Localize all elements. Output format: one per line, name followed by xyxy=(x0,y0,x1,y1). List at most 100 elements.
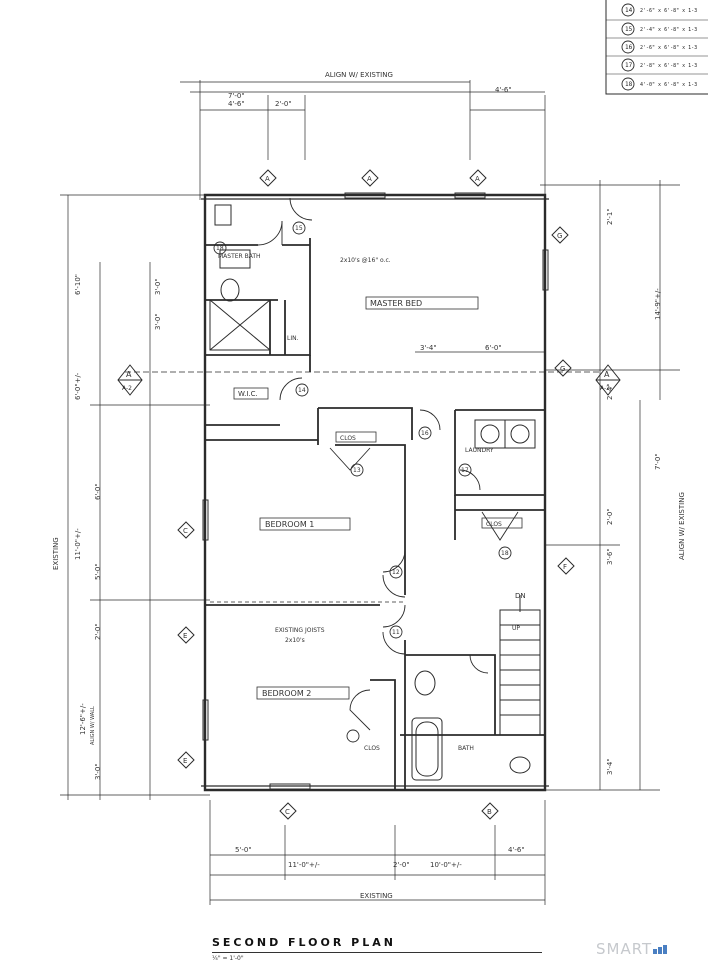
dim-mid-1: 3'-4" xyxy=(420,344,437,352)
dim-right-3: 2'-4" xyxy=(606,383,614,400)
room-master-bed: MASTER BED xyxy=(370,299,422,308)
dim-left-8: 2'-0" xyxy=(94,623,102,640)
note-existing-joists: EXISTING JOISTS xyxy=(275,627,325,634)
note-align-top: ALIGN W/ EXISTING xyxy=(325,71,393,79)
schedule-size-16: 2'-6" x 6'-8" x 1-3 xyxy=(640,45,697,51)
schedule-tag-17: 17 xyxy=(625,62,633,69)
schedule-tag-14: 14 xyxy=(625,7,633,14)
dimension-text: 7'-0" 4'-6" 2'-0" 4'-6" 6'-10" 6'-0"+/- … xyxy=(74,86,662,869)
dim-right-5: 2'-0" xyxy=(606,508,614,525)
title-block: SECOND FLOOR PLAN ¼" = 1'-0" xyxy=(212,936,552,962)
door-tag-circles xyxy=(213,3,635,743)
grid-tag-a2: A xyxy=(367,175,372,183)
note-existing-left: EXISTING xyxy=(52,537,60,570)
door-tag-12: 12 xyxy=(392,569,400,576)
dim-left-2: 6'-0"+/- xyxy=(74,372,82,400)
dim-top-3: 2'-0" xyxy=(275,100,292,108)
dim-top-1: 7'-0" xyxy=(228,92,245,100)
dim-left-4: 3'-0" xyxy=(154,278,162,295)
plan-title: SECOND FLOOR PLAN xyxy=(212,936,396,949)
schedule-tag-16: 16 xyxy=(625,44,633,51)
windows xyxy=(202,192,549,790)
dim-right-6: 3'-6" xyxy=(606,548,614,565)
grid-tag-g2: G xyxy=(560,365,565,373)
room-wic: W.I.C. xyxy=(238,390,258,398)
smart-logo: SMART xyxy=(596,940,668,958)
grid-tag-e2: E xyxy=(183,757,187,765)
door-schedule-text: 14 2'-6" x 6'-8" x 1-3 15 2'-4" x 6'-8" … xyxy=(625,7,697,88)
schedule-size-14: 2'-6" x 6'-8" x 1-3 xyxy=(640,8,697,14)
door-tag-18: 18 xyxy=(501,550,509,557)
dim-top-4: 4'-6" xyxy=(495,86,512,94)
door-tag-15: 15 xyxy=(295,225,303,232)
room-bedroom-1: BEDROOM 1 xyxy=(265,520,314,529)
logo-text: SMART xyxy=(596,940,653,958)
schedule-tag-15: 15 xyxy=(625,26,633,33)
door-tag-numbers: 15 14 16 13 17 18 12 11 18 xyxy=(216,225,509,636)
dim-left-7: 5'-0" xyxy=(94,563,102,580)
dim-right-2: 14'-9"+/- xyxy=(654,288,662,320)
grid-tag-letters: A A A G G C E E F C B A A-2 A A-2 xyxy=(122,175,610,816)
note-existing-bottom: EXISTING xyxy=(360,892,393,900)
note-dn: DN xyxy=(515,592,526,600)
dim-bot-5: 4'-6" xyxy=(508,846,525,854)
dim-left-3: 3'-0" xyxy=(154,313,162,330)
dim-right-1: 2'-1" xyxy=(606,208,614,225)
plan-scale: ¼" = 1'-0" xyxy=(212,955,244,962)
dim-right-4: 7'-0" xyxy=(654,453,662,470)
interior-walls xyxy=(205,238,545,790)
grid-tag-f1: F xyxy=(563,563,567,571)
section-tag-sheet-left: A-2 xyxy=(122,385,132,392)
door-tag-11: 11 xyxy=(392,629,400,636)
room-lin: LIN. xyxy=(287,335,299,342)
room-laundry: LAUNDRY xyxy=(465,447,494,454)
schedule-size-18: 4'-0" x 6'-8" x 1-3 xyxy=(640,82,697,88)
fixtures xyxy=(209,204,536,781)
title-underline xyxy=(212,952,542,953)
section-tag-letter-right: A xyxy=(604,370,610,379)
room-clos-3: CLOS xyxy=(364,745,380,752)
note-existing-joists-sub: 2x10's xyxy=(285,637,305,644)
grid-tag-a3: A xyxy=(475,175,480,183)
dim-mid-2: 6'-0" xyxy=(485,344,502,352)
note-align-wall: ALIGN W/ WALL xyxy=(90,706,96,745)
room-bath: BATH xyxy=(458,745,474,752)
dim-bot-4: 10'-0"+/- xyxy=(430,861,462,869)
door-tag-18b: 18 xyxy=(216,245,224,252)
dimension-lines xyxy=(60,80,680,905)
dim-bot-2: 11'-0"+/- xyxy=(288,861,320,869)
dim-bot-1: 5'-0" xyxy=(235,846,252,854)
schedule-size-15: 2'-4" x 6'-8" x 1-3 xyxy=(640,27,697,33)
door-tag-16: 16 xyxy=(421,430,429,437)
ceiling-note: 2x10's @16" o.c. xyxy=(340,257,391,264)
room-clos-2: CLOS xyxy=(486,521,502,528)
grid-tag-e1: E xyxy=(183,632,187,640)
section-tag-sheet-right: A-2 xyxy=(600,385,610,392)
note-up: UP xyxy=(512,625,520,632)
grid-tag-a1: A xyxy=(265,175,270,183)
door-tag-17: 17 xyxy=(461,467,469,474)
grid-tag-markers xyxy=(117,169,621,820)
dim-right-7: 3'-4" xyxy=(606,758,614,775)
plan-notes: ALIGN W/ EXISTING ALIGN W/ EXISTING EXIS… xyxy=(52,71,686,900)
grid-tag-g1: G xyxy=(557,232,562,240)
grid-tag-c2: C xyxy=(285,808,290,816)
stairs xyxy=(499,595,541,736)
dim-bot-3: 2'-0" xyxy=(393,861,410,869)
dim-left-10: 3'-0" xyxy=(94,763,102,780)
room-labels: MASTER BED MASTER BATH LIN. W.I.C. CLOS … xyxy=(218,253,523,752)
door-tag-14: 14 xyxy=(298,387,306,394)
schedule-tag-18: 18 xyxy=(625,81,633,88)
dim-left-9: 12'-6"+/- xyxy=(79,703,87,735)
dim-left-6: 6'-0" xyxy=(94,483,102,500)
door-swings xyxy=(257,197,519,731)
grid-tag-b1: B xyxy=(487,808,492,816)
exterior-walls xyxy=(203,193,547,792)
note-align-right: ALIGN W/ EXISTING xyxy=(678,492,686,560)
section-tag-letter-left: A xyxy=(126,370,132,379)
door-schedule xyxy=(605,0,708,95)
room-bedroom-2: BEDROOM 2 xyxy=(262,689,311,698)
schedule-size-17: 2'-8" x 6'-8" x 1-3 xyxy=(640,63,697,69)
dim-top-2: 4'-6" xyxy=(228,100,245,108)
